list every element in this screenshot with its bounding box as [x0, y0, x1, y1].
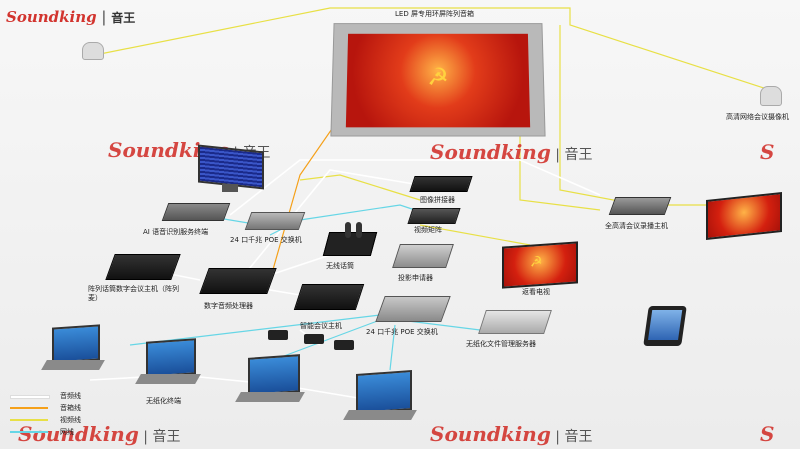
- legend-swatch-speaker: [10, 407, 48, 409]
- delegate-unit-icon: [304, 334, 324, 344]
- video-line: [94, 7, 771, 91]
- tv-screen: ☭: [502, 241, 578, 289]
- video-matrix-device: [407, 208, 461, 224]
- ai-server-label: AI 语音识别服务终端: [143, 228, 209, 236]
- camera-right-label: 高清网络会议摄像机: [726, 113, 789, 121]
- audio-line: [229, 159, 601, 216]
- watermark-logo: Soundking | 音王: [430, 422, 593, 446]
- image-splicer-label: 图像拼接器: [420, 196, 455, 204]
- watermark-logo: Soundking | 音王: [430, 140, 593, 164]
- brand-logo-text: Soundking: [6, 8, 97, 26]
- laptop-base: [135, 374, 201, 384]
- poe-switch-top-device: [244, 212, 306, 230]
- speaker-line: [269, 109, 346, 281]
- array-host-label: 阵列话筒数字会议主机（阵列麦）: [88, 285, 179, 302]
- laptop-icon: [146, 338, 196, 378]
- laptop-base: [235, 392, 305, 402]
- delegate-unit-icon: [268, 330, 288, 340]
- legend-label-video: 视频线: [60, 416, 81, 424]
- projector-label: 投影申请器: [398, 274, 433, 282]
- paperless-server-label: 无纸化文件管理服务器: [466, 340, 536, 348]
- conf-host-device: [293, 284, 365, 310]
- legend-label-network: 网线: [60, 428, 74, 436]
- audio-line: [239, 169, 421, 281]
- led-screen: ☭: [330, 23, 546, 137]
- emblem-icon: ☭: [530, 253, 543, 271]
- dsp-label: 数字音频处理器: [204, 302, 253, 310]
- emblem-icon: ☭: [427, 63, 449, 91]
- poe-switch-bottom-label: 24 口千兆 POE 交换机: [366, 328, 438, 336]
- legend-label-audio: 音频线: [60, 392, 81, 400]
- led-screen-label: LED 屏专用环屏阵列音箱: [395, 10, 474, 18]
- monitor-stand: [222, 184, 238, 192]
- video-line: [519, 130, 601, 211]
- camera-icon: [760, 86, 782, 106]
- video-line: [299, 174, 421, 201]
- tablet-device: [643, 306, 687, 346]
- tv-label: 返看电视: [522, 288, 550, 296]
- paperless-terminal-label: 无纸化终端: [146, 397, 181, 405]
- legend-swatch-audio: [10, 395, 50, 399]
- watermark-logo: S: [760, 140, 775, 164]
- brand-logo-cn: 音王: [111, 11, 136, 25]
- camera-icon: [82, 42, 104, 60]
- dsp-device: [199, 268, 277, 294]
- image-splicer-device: [409, 176, 473, 192]
- legend-swatch-network: [10, 431, 48, 433]
- legend-label-speaker: 音箱线: [60, 404, 81, 412]
- microphone-icon: [345, 222, 351, 238]
- ai-server-device: [161, 203, 231, 221]
- laptop-base: [343, 410, 417, 420]
- microphone-icon: [356, 222, 362, 238]
- delegate-unit-icon: [334, 340, 354, 350]
- conf-host-label: 智能会议主机: [300, 322, 342, 330]
- legend-swatch-video: [10, 419, 48, 421]
- laptop-base: [41, 360, 105, 370]
- video-matrix-label: 视频矩阵: [414, 226, 442, 234]
- poe-switch-bottom-device: [375, 296, 451, 322]
- video-line: [559, 25, 710, 206]
- laptop-icon: [248, 354, 300, 396]
- monitor-screen: [198, 144, 264, 190]
- brand-logo: Soundking | 音王: [6, 8, 136, 26]
- wireless-mic-label: 无线话筒: [326, 262, 354, 270]
- audio-line: [89, 374, 371, 401]
- recorder-label: 全高清会议录播主机: [605, 222, 668, 230]
- array-host-device: [105, 254, 181, 280]
- laptop-icon: [52, 324, 100, 364]
- projector-device: [392, 244, 454, 268]
- laptop-icon: [356, 370, 412, 414]
- paperless-server-device: [478, 310, 552, 334]
- right-display-screen: [706, 192, 782, 240]
- led-screen-display: ☭: [345, 33, 531, 128]
- watermark-logo: S: [760, 422, 775, 446]
- video-line: [419, 224, 531, 246]
- poe-switch-top-label: 24 口千兆 POE 交换机: [230, 236, 302, 244]
- watermark-logo: Soundking | 音王: [18, 422, 181, 446]
- network-line: [389, 324, 396, 371]
- recorder-device: [608, 197, 672, 215]
- tablet-screen: [648, 310, 683, 340]
